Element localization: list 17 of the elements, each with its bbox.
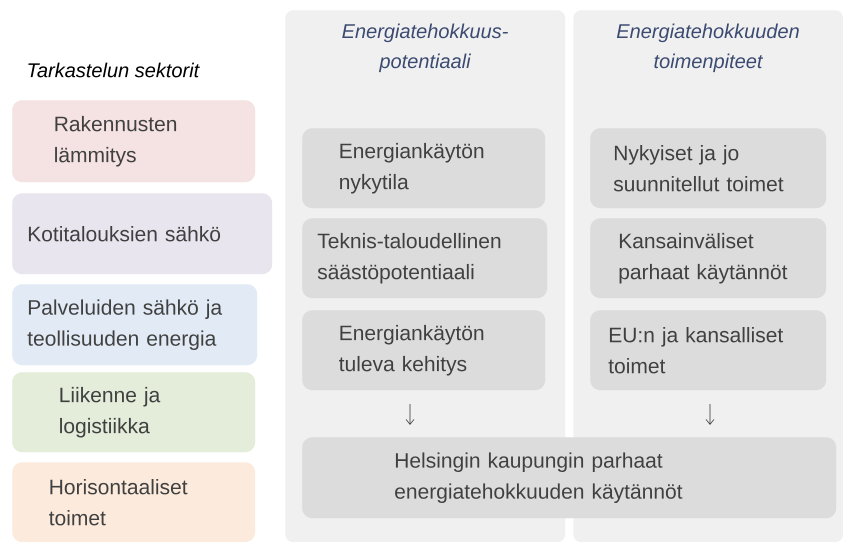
sector-box: Horisontaaliset toimet bbox=[12, 462, 256, 542]
sector-box: Rakennusten lämmitys bbox=[12, 100, 256, 182]
column-heading: Energiatehokkuus- potentiaali bbox=[342, 24, 508, 72]
sector-box: Kotitalouksien sähkö bbox=[12, 193, 272, 274]
process-box: Kansainväliset parhaat käytännöt bbox=[590, 218, 826, 298]
section-heading: Tarkastelun sektorit bbox=[28, 62, 200, 78]
process-box: EU:n ja kansalliset toimet bbox=[590, 310, 826, 390]
arrow bbox=[406, 404, 414, 425]
process-box: Energiankäytön tuleva kehitys bbox=[302, 310, 546, 390]
column-heading: Energiatehokkuuden toimenpiteet bbox=[616, 24, 799, 72]
process-box: Helsingin kaupungin parhaat energiatehokkuuden käytännöt bbox=[302, 437, 836, 518]
process-box: Energiankäytön nykytila bbox=[302, 128, 546, 208]
arrow bbox=[706, 404, 714, 425]
sector-box: Liikenne ja logistiikka bbox=[12, 372, 256, 452]
sector-box: Palveluiden sähkö ja teollisuuden energia bbox=[12, 284, 258, 366]
process-box: Nykyiset ja jo suunnitellut toimet bbox=[590, 128, 826, 208]
process-box: Teknis-taloudellinen säästöpotentiaali bbox=[302, 218, 548, 298]
